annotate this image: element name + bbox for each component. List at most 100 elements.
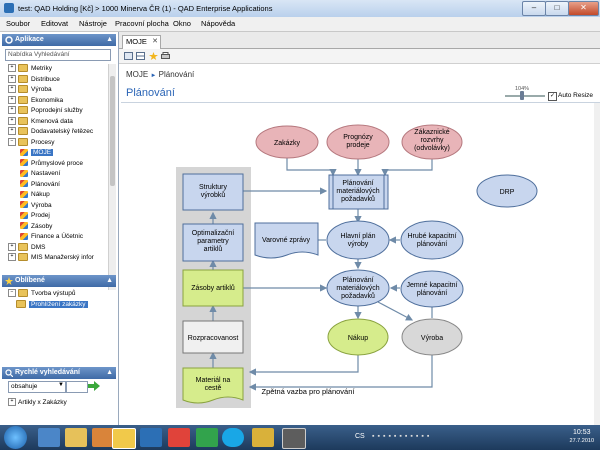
collapse-icon[interactable]: ▲ (106, 369, 113, 376)
tree-item-label: MOJE (31, 149, 54, 156)
close-button[interactable]: ✕ (568, 1, 599, 16)
menu-nastroje[interactable]: Nástroje (79, 19, 107, 28)
node-varovne[interactable] (254, 222, 319, 259)
node-struktury[interactable] (182, 173, 244, 211)
clock[interactable]: 10:53 27.7.2010 (570, 429, 594, 445)
tree-item[interactable]: +Metriky (8, 64, 52, 74)
layout-icon[interactable] (124, 52, 133, 60)
go-arrow-icon[interactable] (88, 381, 100, 391)
collapse-icon[interactable]: ▲ (106, 36, 113, 43)
maximize-button[interactable]: □ (545, 1, 569, 16)
expand-icon[interactable]: − (8, 289, 16, 298)
node-optim[interactable] (182, 223, 244, 262)
taskbar-media-icon[interactable] (92, 428, 114, 447)
expand-icon[interactable]: + (8, 106, 16, 115)
tree-item[interactable]: +Dodavatelský řetězec (8, 127, 93, 137)
grid-icon[interactable] (136, 52, 145, 60)
collapse-icon[interactable]: ▲ (106, 277, 113, 284)
menu-napoveda[interactable]: Nápověda (201, 19, 236, 28)
tree-item[interactable]: Výroba (20, 201, 52, 211)
expand-icon[interactable]: + (8, 74, 16, 83)
tree-item[interactable]: +DMS (8, 242, 45, 253)
tree-item[interactable]: Prodej (20, 211, 50, 221)
node-jemne[interactable] (400, 270, 464, 308)
expand-icon[interactable]: + (8, 242, 16, 251)
zoom-slider-handle[interactable] (520, 91, 524, 100)
tab-moje[interactable]: MOJE ✕ (122, 35, 161, 49)
tree-item[interactable]: Průmyslové proce (20, 159, 83, 169)
window-title: test: QAD Holding [Kč] > 1000 Minerva ČR… (18, 4, 273, 13)
tree-item[interactable]: −Procesy (8, 137, 54, 148)
expand-icon[interactable]: − (8, 137, 16, 146)
tree-item[interactable]: Plánování (20, 180, 60, 190)
close-icon[interactable]: ✕ (152, 38, 158, 45)
menu-search-input[interactable]: Nabídka Vyhledávání (5, 49, 111, 61)
menu-soubor[interactable]: Soubor (6, 19, 31, 28)
taskbar-outlook-icon[interactable] (112, 428, 136, 449)
taskbar-app2-icon[interactable] (252, 428, 274, 447)
taskbar-ie-icon[interactable] (38, 428, 60, 447)
zoom-slider[interactable] (505, 95, 545, 97)
star-icon[interactable] (149, 52, 158, 60)
taskbar-folder-icon[interactable] (65, 428, 87, 447)
start-button[interactable] (4, 426, 27, 449)
taskbar-excel-icon[interactable] (196, 428, 218, 447)
tray-icons[interactable]: ▪▪▪▪▪▪▪▪▪▪▪ (372, 433, 433, 440)
tree-item[interactable]: +MIS Manažerský infor (8, 253, 94, 263)
taskbar-qad-icon[interactable] (282, 428, 306, 449)
breadcrumb-root[interactable]: MOJE (126, 70, 149, 79)
zoom-label: 104% (515, 86, 530, 92)
tree-item[interactable]: Finance a Účetnic (20, 232, 83, 242)
diagram-scrollbar[interactable] (594, 103, 600, 425)
tree-item[interactable]: Nákup (20, 190, 50, 200)
apps-section-header[interactable]: Aplikace ▲ (2, 34, 116, 46)
auto-resize-checkbox[interactable]: ✓ (548, 92, 557, 101)
expand-icon[interactable]: + (8, 127, 16, 136)
expand-icon[interactable]: + (8, 64, 16, 73)
expand-icon[interactable]: + (8, 116, 16, 125)
node-drp[interactable] (476, 174, 538, 208)
menu-editovat[interactable]: Editovat (41, 19, 69, 28)
menu-pracovni-plocha[interactable]: Pracovní plocha (115, 19, 169, 28)
node-zasoby[interactable] (182, 269, 244, 307)
tree-item[interactable]: +Distribuce (8, 74, 60, 85)
node-hruby[interactable] (400, 220, 464, 260)
quick-search-input[interactable] (66, 381, 88, 393)
tree-item[interactable]: MOJE (20, 148, 54, 158)
tree-scrollbar[interactable] (108, 64, 116, 290)
favorite-item[interactable]: −Tvorba výstupů (8, 289, 75, 299)
menu-okno[interactable]: Okno (173, 19, 191, 28)
print-icon[interactable] (161, 52, 170, 60)
taskbar-skype-icon[interactable] (222, 428, 244, 447)
expand-icon[interactable]: + (8, 398, 16, 407)
node-zakazky[interactable] (255, 125, 319, 159)
node-zakaznicke[interactable] (401, 124, 463, 160)
tree-scroll-thumb[interactable] (110, 76, 115, 186)
favorites-section-header[interactable]: Oblíbené ▲ (2, 275, 116, 287)
tree-item[interactable]: +Výroba (8, 85, 52, 95)
minimize-button[interactable]: – (522, 1, 546, 16)
node-vyroba[interactable] (401, 318, 463, 356)
node-rozpracovanost[interactable] (182, 320, 244, 354)
tree-item[interactable]: Zásoby (20, 222, 52, 232)
expand-icon[interactable]: + (8, 95, 16, 104)
quick-search-operator-select[interactable]: obsahuje ▼ (8, 381, 66, 393)
tree-item[interactable]: Nastavení (20, 169, 60, 179)
expand-icon[interactable]: + (8, 253, 16, 262)
taskbar-app-icon[interactable] (168, 428, 190, 447)
quick-search-item[interactable]: +Artikly x Zakázky (8, 398, 67, 408)
favorite-item[interactable]: Prohlížení zakázky (16, 300, 88, 310)
node-material[interactable] (182, 367, 244, 404)
node-hlavni[interactable] (326, 220, 390, 260)
tree-item[interactable]: +Ekonomika (8, 95, 63, 106)
language-indicator[interactable]: CS (355, 433, 365, 440)
taskbar-word-icon[interactable] (140, 428, 162, 447)
node-prognozy[interactable] (326, 124, 390, 160)
expand-icon[interactable]: + (8, 85, 16, 94)
node-plan-mat-1[interactable] (328, 174, 389, 210)
tree-item[interactable]: +Kmenová data (8, 116, 73, 127)
tree-item[interactable]: +Poprodejní služby (8, 106, 83, 116)
quick-search-header[interactable]: Rychlé vyhledávání ▲ (2, 367, 116, 379)
node-plan-mat-2[interactable] (326, 269, 390, 307)
node-nakup[interactable] (327, 318, 389, 356)
